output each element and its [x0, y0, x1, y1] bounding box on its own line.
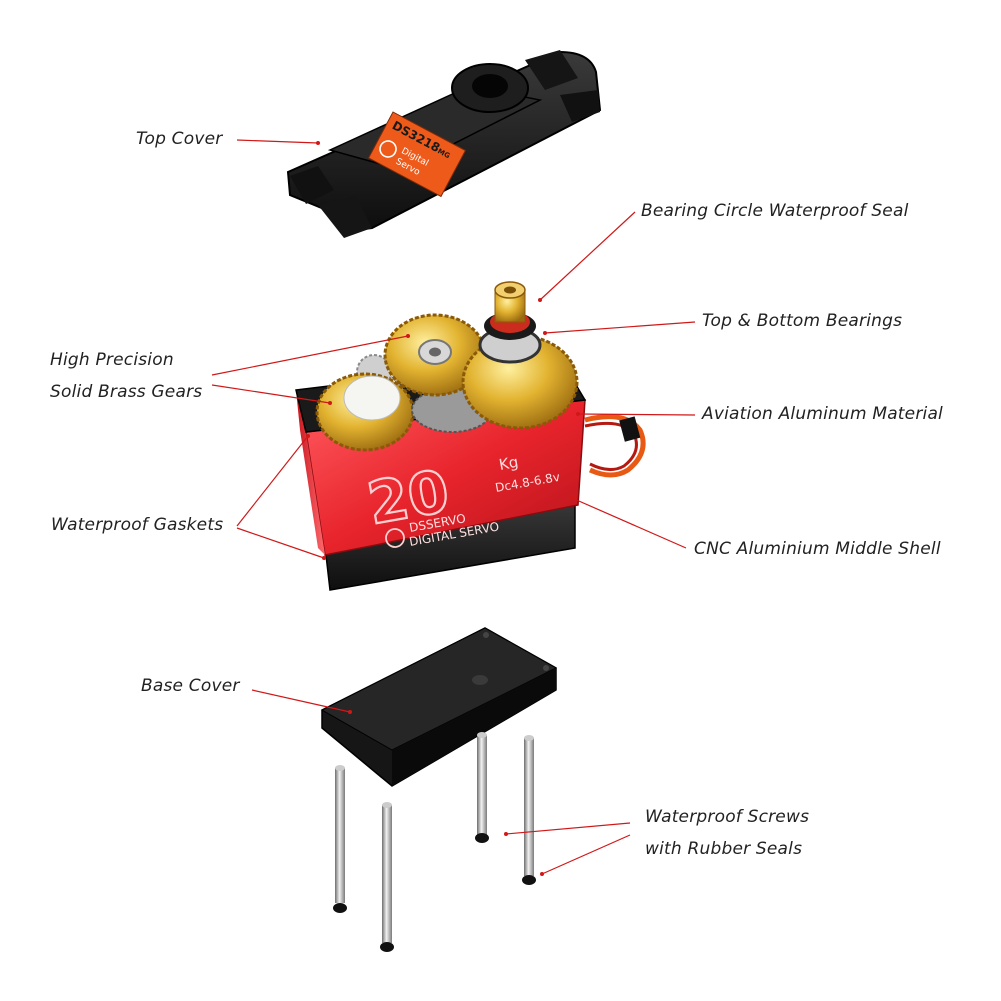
callout-base-cover: Base Cover	[141, 676, 240, 696]
leader-aluminum	[577, 413, 696, 416]
servo-body: 20 Kg Dc4.8-6.8v DSSERVO DIGITAL SERVO	[295, 281, 646, 591]
callout-gaskets: Waterproof Gaskets	[51, 515, 224, 535]
leader-middle-shell	[571, 497, 687, 549]
screw	[333, 765, 347, 913]
screw	[380, 802, 394, 952]
screw	[522, 735, 536, 885]
leader-top-cover	[236, 139, 319, 144]
brand-logo-icon	[379, 140, 397, 158]
torque-value: 20	[363, 457, 454, 538]
callout-screws-line1: Waterproof Screws	[645, 807, 810, 827]
top-cover: DS3218 MG Digital Servo	[286, 50, 602, 238]
callout-middle-shell: CNC Aluminium Middle Shell	[694, 539, 941, 559]
leader-screws-1	[505, 822, 631, 835]
leader-gaskets-1	[236, 435, 309, 527]
leader-bearing-seal	[539, 211, 636, 301]
leader-screws-2	[541, 834, 631, 875]
callout-bearing-seal: Bearing Circle Waterproof Seal	[641, 201, 909, 221]
top-cover-label: DS3218 MG Digital Servo	[367, 111, 467, 198]
base-cover	[320, 627, 558, 787]
gear-train	[315, 281, 579, 452]
leader-base-cover	[251, 689, 351, 713]
callout-top-cover: Top Cover	[136, 129, 223, 149]
callout-screws: Waterproof Screws with Rubber Seals	[645, 801, 809, 865]
leader-gears-1	[211, 335, 409, 376]
brand-logo-icon	[385, 528, 405, 548]
callout-aluminum: Aviation Aluminum Material	[702, 404, 943, 424]
leader-gaskets-2	[236, 527, 325, 559]
leader-gears-2	[211, 384, 331, 404]
callout-screws-line2: with Rubber Seals	[645, 839, 803, 859]
leader-lines	[211, 139, 696, 875]
callout-gears: High Precision Solid Brass Gears	[50, 344, 202, 408]
screws	[333, 732, 536, 952]
callout-bearings: Top & Bottom Bearings	[702, 311, 903, 331]
leader-bearings	[544, 321, 696, 334]
callout-gears-line2: Solid Brass Gears	[50, 382, 203, 402]
torque-unit: Kg	[498, 453, 520, 474]
leader-arrowheads	[306, 141, 580, 876]
callout-gears-line1: High Precision	[50, 350, 174, 370]
screw	[475, 732, 489, 843]
